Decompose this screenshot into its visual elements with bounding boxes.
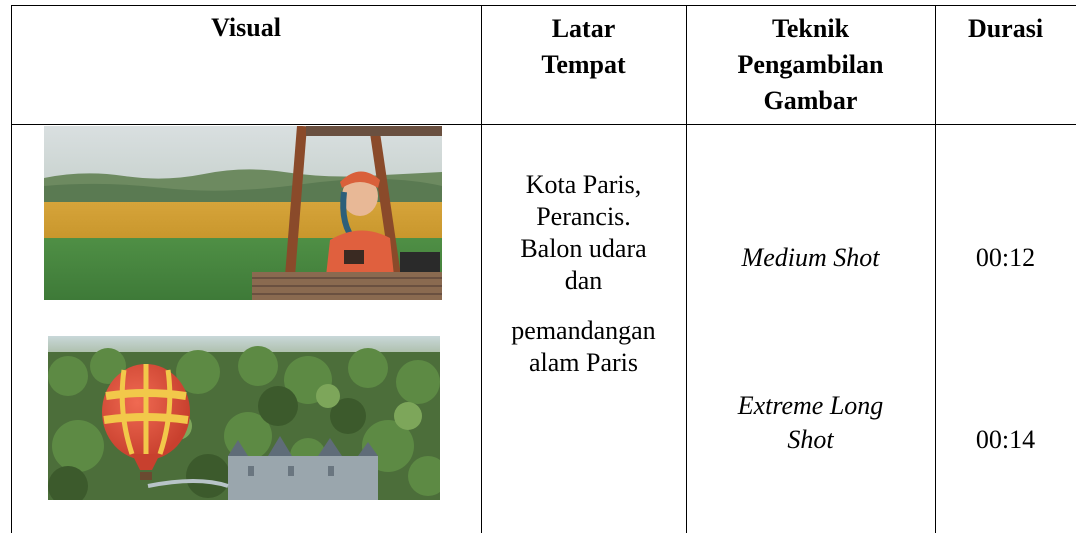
col-border-left <box>11 5 12 533</box>
header-visual: Visual <box>211 13 281 42</box>
latar-line-4: dan <box>564 266 603 295</box>
latar-line-3: Balon udara <box>520 234 647 263</box>
aerial-balloon-photo <box>48 336 440 500</box>
latar-line-2: Perancis. <box>536 202 631 231</box>
shot-technique-2-line2: Shot <box>787 425 834 454</box>
header-teknik-line2: Pengambilan <box>737 50 884 79</box>
latar-line-6: alam Paris <box>528 348 639 377</box>
table-top-border <box>11 5 1076 6</box>
header-latar-line2: Tempat <box>541 50 626 79</box>
balloon-basket-image <box>44 126 442 300</box>
balloon-basket-photo <box>44 126 442 300</box>
col-border-visual <box>481 5 482 533</box>
header-durasi: Durasi <box>967 14 1044 43</box>
header-teknik-line3: Gambar <box>763 86 858 115</box>
shot-technique-1: Medium Shot <box>741 243 880 272</box>
aerial-balloon-image <box>48 336 440 500</box>
latar-line-1: Kota Paris, <box>525 170 642 199</box>
shot-duration-1: 00:12 <box>975 243 1036 272</box>
col-border-latar <box>686 5 687 533</box>
header-bottom-border <box>11 124 1076 125</box>
header-latar-line1: Latar <box>551 14 616 43</box>
shot-technique-2-line1: Extreme Long <box>737 391 884 420</box>
header-teknik-line1: Teknik <box>771 14 850 43</box>
shot-duration-2: 00:14 <box>975 425 1036 454</box>
latar-line-5: pemandangan <box>511 316 656 345</box>
col-border-teknik <box>935 5 936 533</box>
